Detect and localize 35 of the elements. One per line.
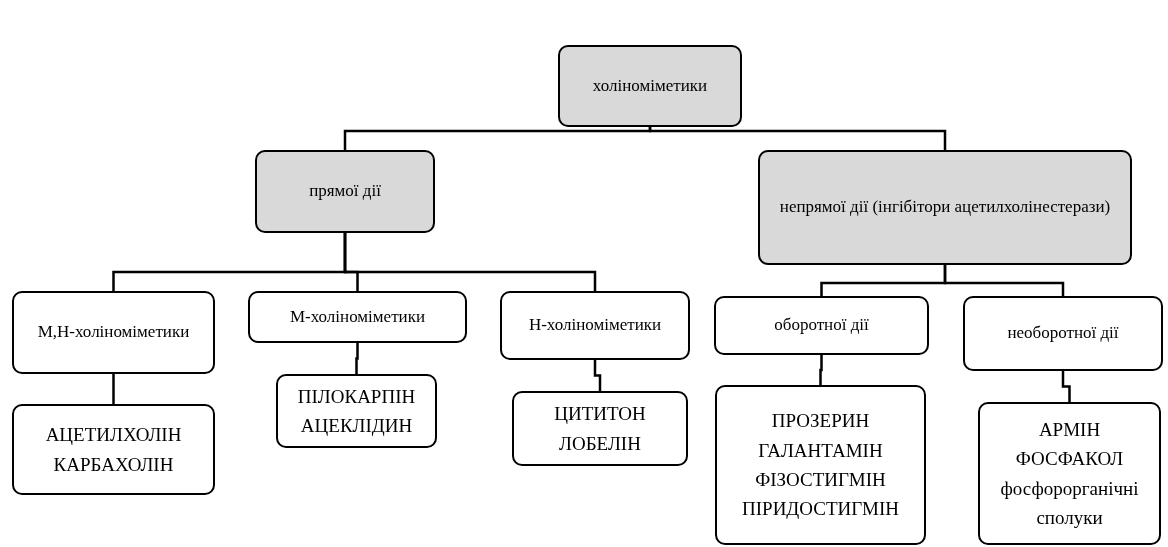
connector-line: [943, 265, 1065, 296]
node-text: ПІЛОКАРПІН АЦЕКЛІДИН: [296, 384, 417, 438]
connector-line: [648, 127, 947, 150]
node-text: холіноміметики: [592, 74, 708, 97]
connector-line: [343, 127, 652, 150]
node-text: Н-холіноміметики: [528, 314, 662, 337]
connector-line: [112, 374, 115, 404]
node-text: АЦЕТИЛХОЛІН КАРБАХОЛІН: [44, 423, 183, 477]
category-box: [758, 150, 1132, 265]
connector-line: [819, 355, 823, 385]
connector-line: [1061, 371, 1071, 402]
class-box: [12, 404, 215, 495]
node-text: оборотної дії: [774, 314, 869, 337]
node-text: непрямої дії (інгібітори ацетилхолінестерази): [779, 196, 1111, 219]
node-text: прямої дії: [309, 180, 381, 203]
node-text: М,Н-холіноміметики: [37, 321, 190, 344]
node-text: М-холіноміметики: [289, 305, 426, 328]
class-box: [12, 291, 215, 374]
category-box: [255, 150, 435, 233]
node-text: АРМІН ФОСФАКОЛ фосфорорганічні сполуки: [999, 417, 1140, 530]
class-box: [715, 385, 926, 545]
class-box: [512, 391, 688, 466]
node-text: ПРОЗЕРИН ГАЛАНТАМІН ФІЗОСТИГМІН ПІРИДОСТИГМІН: [741, 409, 900, 522]
class-box: [500, 291, 690, 360]
class-box: [276, 374, 437, 448]
class-box: [248, 291, 467, 343]
class-box: [978, 402, 1161, 545]
connector-line: [593, 360, 602, 391]
class-box: [963, 296, 1163, 371]
node-text: необоротної дії: [1007, 322, 1119, 345]
class-box: [714, 296, 929, 355]
category-box: [558, 45, 742, 127]
connector-line: [355, 343, 359, 374]
connector-line: [343, 233, 597, 291]
node-text: ЦИТИТОН ЛОБЕЛІН: [553, 402, 647, 456]
